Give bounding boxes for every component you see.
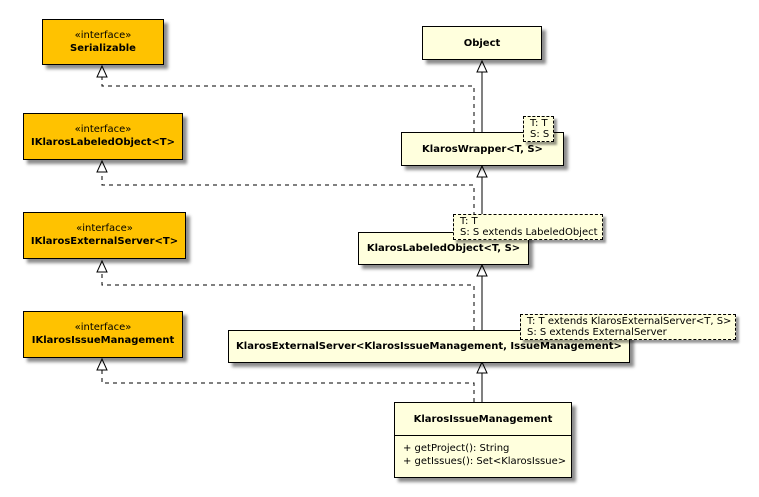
- interface-name: IKlarosExternalServer<T>: [30, 236, 179, 247]
- inheritance-arrowhead: [476, 164, 488, 178]
- operation-get-project[interactable]: + getProject(): String: [403, 443, 510, 454]
- realization-arrowhead: [96, 64, 108, 78]
- template-param: S: S extends ExternalServer: [527, 327, 667, 338]
- interface-stereotype: «interface»: [76, 223, 133, 234]
- class-name: KlarosWrapper<T, S>: [422, 143, 543, 155]
- class-object[interactable]: Object: [422, 26, 542, 60]
- interface-iklaros-external-server[interactable]: «interface» IKlarosExternalServer<T>: [23, 212, 186, 259]
- template-params-klaros-labeled-object: T: T S: S extends LabeledObject: [453, 214, 603, 240]
- interface-stereotype: «interface»: [74, 322, 132, 333]
- template-param: S: S extends LabeledObject: [460, 227, 598, 238]
- class-operations: + getProject(): String + getIssues(): Se…: [395, 436, 571, 468]
- realization-line-external: [101, 271, 475, 330]
- template-params-klaros-wrapper: T: T S: S: [523, 116, 555, 142]
- template-param: T: T: [530, 118, 548, 129]
- template-param: S: S: [530, 129, 550, 140]
- realization-arrowhead: [96, 159, 108, 173]
- template-params-klaros-external-server: T: T extends KlarosExternalServer<T, S> …: [520, 314, 737, 340]
- realization-line-labeled: [101, 172, 475, 232]
- class-name: KlarosIssueManagement: [413, 413, 553, 425]
- realization-line-issue: [101, 370, 475, 402]
- realization-line-serializable: [101, 76, 475, 132]
- class-header: KlarosIssueManagement: [395, 403, 571, 436]
- class-name: Object: [463, 37, 501, 49]
- interface-name: IKlarosLabeledObject<T>: [31, 137, 175, 148]
- realization-arrowhead: [96, 259, 108, 273]
- class-name: KlarosExternalServer<KlarosIssueManageme…: [236, 341, 622, 352]
- interface-stereotype: «interface»: [74, 29, 132, 41]
- interface-stereotype: «interface»: [74, 124, 132, 135]
- interface-name: IKlarosIssueManagement: [31, 335, 175, 346]
- inheritance-arrowhead: [476, 59, 488, 73]
- inheritance-arrowhead: [476, 263, 488, 277]
- template-param: T: T extends KlarosExternalServer<T, S>: [527, 316, 732, 327]
- class-klaros-issue-management[interactable]: KlarosIssueManagement + getProject(): St…: [394, 402, 572, 478]
- operation-get-issues[interactable]: + getIssues(): Set<KlarosIssue>: [403, 456, 567, 467]
- interface-iklaros-labeled-object[interactable]: «interface» IKlarosLabeledObject<T>: [23, 113, 183, 160]
- inheritance-arrowhead: [476, 360, 488, 374]
- interface-serializable[interactable]: «interface» Serializable: [42, 19, 164, 65]
- realization-arrowhead: [96, 357, 108, 371]
- interface-iklaros-issue-management[interactable]: «interface» IKlarosIssueManagement: [23, 311, 183, 358]
- template-param: T: T: [460, 216, 478, 227]
- class-name: KlarosLabeledObject<T, S>: [366, 243, 521, 254]
- interface-name: Serializable: [70, 42, 136, 54]
